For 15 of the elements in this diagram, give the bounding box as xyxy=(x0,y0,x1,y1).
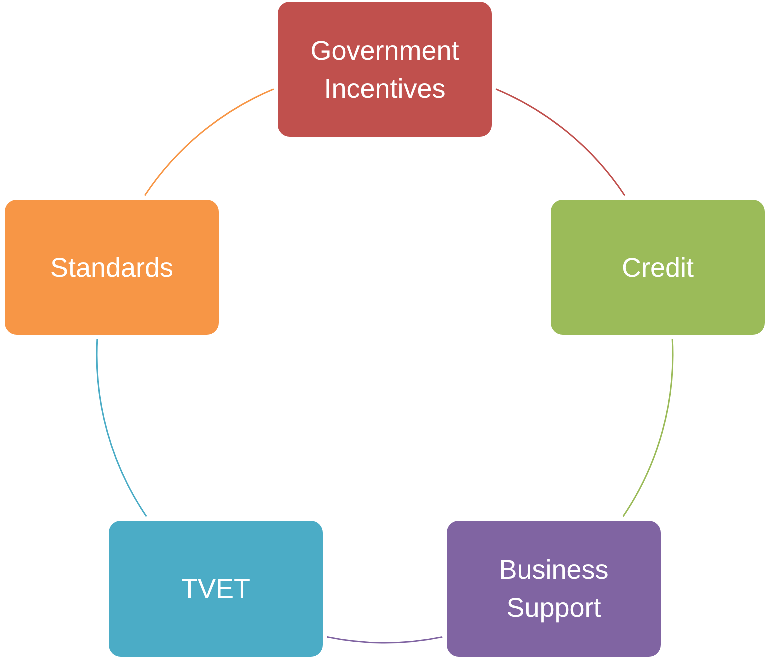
box-label: TVET xyxy=(181,573,250,606)
connector-arc xyxy=(327,636,443,644)
process-box xyxy=(109,521,323,657)
box-label: Government Incentives xyxy=(310,34,460,106)
process-box xyxy=(551,200,765,335)
connector-arc xyxy=(96,339,148,518)
connector-arc xyxy=(622,339,674,518)
process-box xyxy=(447,521,661,657)
connector-arc xyxy=(496,88,626,196)
process-box xyxy=(278,2,492,137)
box-label: Business Support xyxy=(498,554,610,625)
connector-arc xyxy=(144,88,274,196)
box-label: Credit xyxy=(622,252,694,284)
box-label: Standards xyxy=(50,252,174,284)
process-box xyxy=(5,200,219,335)
